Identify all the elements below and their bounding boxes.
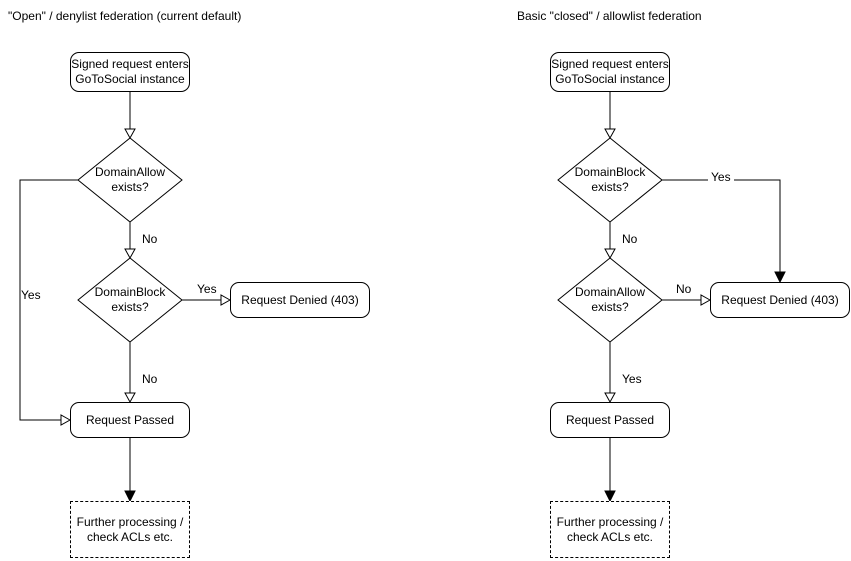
edge-label-no: No (142, 232, 158, 246)
arrowhead-filled-icon (774, 271, 786, 284)
edge-label-yes: Yes (197, 282, 217, 296)
arrowhead-open-icon (604, 248, 616, 260)
edge-label-yes: Yes (21, 288, 41, 302)
passed-node: Request Passed (70, 402, 190, 438)
decision-domainallow-label: DomainAllow exists? (574, 285, 646, 314)
start-node: Signed request enters GoToSocial instanc… (550, 52, 670, 92)
left-chart-title: "Open" / denylist federation (current de… (8, 9, 242, 23)
right-chart-title: Basic "closed" / allowlist federation (517, 9, 702, 23)
start-node: Signed request enters GoToSocial instanc… (70, 52, 190, 92)
edge-decision1-yes-loop (19, 179, 78, 421)
edge-label-yes: Yes (622, 372, 642, 386)
arrowhead-open-icon (220, 294, 232, 306)
passed-node: Request Passed (550, 402, 670, 438)
decision-domainblock-label: DomainBlock exists? (574, 165, 646, 194)
edge-label-no: No (676, 282, 692, 296)
arrowhead-open-icon (604, 128, 616, 140)
arrowhead-open-icon (700, 294, 712, 306)
edge-label-no: No (142, 372, 158, 386)
edge-label-no: No (622, 232, 638, 246)
decision-diamond (77, 137, 183, 223)
arrowhead-open-icon (124, 128, 136, 140)
decision-diamond (557, 257, 663, 343)
further-processing-node: Further processing / check ACLs etc. (70, 501, 190, 558)
arrowhead-filled-icon (124, 490, 136, 503)
further-processing-node: Further processing / check ACLs etc. (550, 501, 670, 558)
edge-label-yes: Yes (708, 171, 734, 184)
right-flowchart-wires (557, 92, 786, 503)
decision-diamond (77, 257, 183, 343)
arrowhead-open-icon (60, 414, 72, 426)
denied-node: Request Denied (403) (710, 282, 850, 318)
edge-decision1-yes-to-denied (662, 179, 781, 272)
left-flowchart-wires (19, 92, 232, 503)
decision-domainallow-label: DomainAllow exists? (94, 165, 166, 194)
arrowhead-open-icon (124, 248, 136, 260)
decision-domainblock-label: DomainBlock exists? (94, 285, 166, 314)
arrowhead-filled-icon (604, 490, 616, 503)
denied-node: Request Denied (403) (230, 282, 370, 318)
arrowhead-open-icon (124, 392, 136, 404)
decision-diamond (557, 137, 663, 223)
arrowhead-open-icon (604, 392, 616, 404)
